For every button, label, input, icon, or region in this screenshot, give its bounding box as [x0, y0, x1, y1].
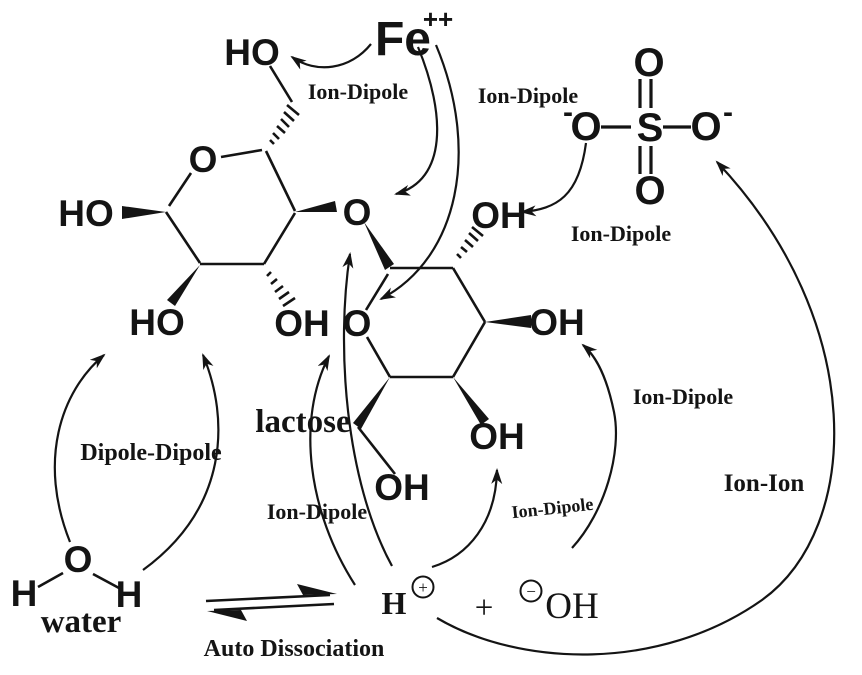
iron-label: Fe [375, 13, 431, 66]
sulfate-o-top-label: O [633, 41, 664, 85]
proton-charge-circle [411, 575, 435, 599]
bond-c1-c2 [164, 211, 202, 264]
equilibrium-arrows [205, 584, 337, 621]
equilibrium-top-head [297, 584, 337, 595]
equilibrium-bottom-head [207, 610, 247, 621]
wedge-c3p-oh [485, 315, 531, 328]
ion-dipole-label-hydroxide-oh: Ion-Dipole [633, 384, 733, 409]
sulfate-s-label: S [637, 106, 664, 150]
bond-c2p-c3p [451, 267, 487, 323]
interaction-labels: Ion-Dipole Ion-Dipole Ion-Dipole Ion-Dip… [41, 79, 805, 662]
proton-label: H [382, 585, 407, 621]
water-label: water [41, 604, 122, 640]
wedge-bonds [122, 201, 531, 429]
ion-ion-label: Ion-Ion [724, 470, 805, 497]
interaction-arrows [53, 43, 836, 656]
wedge-c1-ho [122, 206, 166, 219]
auto-dissociation-label: Auto Dissociation [204, 636, 385, 662]
hashed-c3-oh [266, 271, 296, 308]
arrow-proton-to-glycosidic-o [342, 252, 393, 567]
ion-labels: H + + − OH [382, 578, 599, 627]
bond-o-hright [92, 572, 120, 590]
arrow-proton-to-ring-o [309, 354, 356, 586]
ion-dipole-label-fe-ho: Ion-Dipole [308, 79, 408, 104]
arrow-water-to-c2ho-right [142, 353, 220, 571]
bond-ch2-oh-bottom [356, 426, 397, 475]
wedge-c4p-oh [453, 377, 489, 425]
wedge-c2-ho [167, 265, 200, 306]
hydroxide-charge-circle [519, 579, 543, 603]
arrow-ion-ion-proton-to-sulfate [436, 160, 836, 656]
sulfate-o-right-charge-label: - [723, 96, 733, 129]
bond-c5-ringO [220, 148, 263, 159]
arrow-fe-to-c6oh [290, 43, 372, 70]
equilibrium-top-line [205, 593, 331, 603]
arrow-hydroxide-to-c3poh [571, 343, 618, 549]
glc-c2-hydroxyl-label: OH [471, 195, 527, 236]
arrow-sulfate-to-c2poh [520, 142, 588, 217]
wedge-glycosidicO-c1p [364, 222, 394, 270]
charge-circles [411, 575, 543, 603]
bond-c5p-ringO [365, 336, 392, 378]
bond-c3-c4 [262, 212, 297, 265]
arrow-fe-to-ring-o [379, 44, 460, 300]
double-bond-s-obottom [638, 146, 653, 174]
water-o-label: O [64, 539, 93, 580]
glycosidic-oxygen-label: O [343, 192, 372, 233]
bond-c4-c5 [264, 150, 297, 212]
arrow-fe-to-glycosidic-o [394, 46, 439, 196]
plus-sign: + [475, 590, 494, 626]
dipole-dipole-label: Dipole-Dipole [80, 440, 222, 466]
gal-ring-oxygen-label: O [189, 139, 218, 180]
ion-dipole-label-h-oh: Ion-Dipole [511, 494, 595, 522]
bond-ringO-c1 [167, 172, 193, 207]
hashed-c5-ch2 [269, 104, 300, 145]
gal-c3-hydroxyl-label: OH [274, 303, 330, 344]
lactose-label: lactose [255, 404, 350, 440]
gal-c1-hydroxyl-label: HO [58, 193, 114, 234]
galactose-ring-bonds [164, 65, 297, 266]
bond-ringO-c1p [364, 273, 390, 311]
glc-c3-hydroxyl-label: OH [529, 302, 585, 343]
wedge-c5p-ch2 [353, 377, 390, 429]
hydroxide-label: OH [545, 586, 598, 627]
sulfate-o-right-label: O [690, 105, 721, 149]
gal-c6-hydroxyl-label: HO [224, 32, 280, 73]
double-bond-s-otop [638, 79, 653, 108]
arrow-water-to-c2ho-left [53, 353, 106, 543]
glucose-ring-bonds [356, 266, 487, 475]
gal-c2-hydroxyl-label: HO [129, 302, 185, 343]
proton-charge-sign: + [418, 578, 428, 597]
arrow-proton-to-c4poh [431, 468, 503, 569]
ion-dipole-label-h-ring: Ion-Dipole [267, 499, 367, 524]
ion-dipole-label-sulfate-oh: Ion-Dipole [571, 221, 671, 246]
hashed-bonds [266, 104, 484, 308]
iron-charge-label: ++ [423, 4, 453, 34]
glc-c6-hydroxyl-label: OH [374, 467, 430, 508]
bond-ch2-oh-top [268, 65, 294, 103]
sulfate-o-bottom-label: O [634, 169, 665, 213]
wedge-c4-glycosidicO [295, 201, 337, 212]
hashed-c2p-oh [456, 225, 484, 259]
hydroxide-charge-sign: − [526, 582, 536, 601]
sulfate-bonds [601, 79, 691, 174]
atom-labels: HO Fe ++ O HO HO OH O OH O OH OH OH H O … [11, 4, 733, 615]
sulfate-o-left-label: O [570, 105, 601, 149]
water-bonds [37, 571, 120, 590]
bond-c3p-c4p [451, 321, 487, 378]
water-h-right-label: H [116, 574, 143, 615]
glc-c4-hydroxyl-label: OH [469, 416, 525, 457]
ion-dipole-label-fe-ring: Ion-Dipole [478, 83, 578, 108]
sulfate-o-left-charge-label: - [563, 96, 573, 129]
water-h-left-label: H [11, 573, 38, 614]
bond-o-hleft [37, 571, 64, 589]
glc-ring-oxygen-label: O [343, 303, 372, 344]
equilibrium-bottom-line [213, 602, 335, 612]
